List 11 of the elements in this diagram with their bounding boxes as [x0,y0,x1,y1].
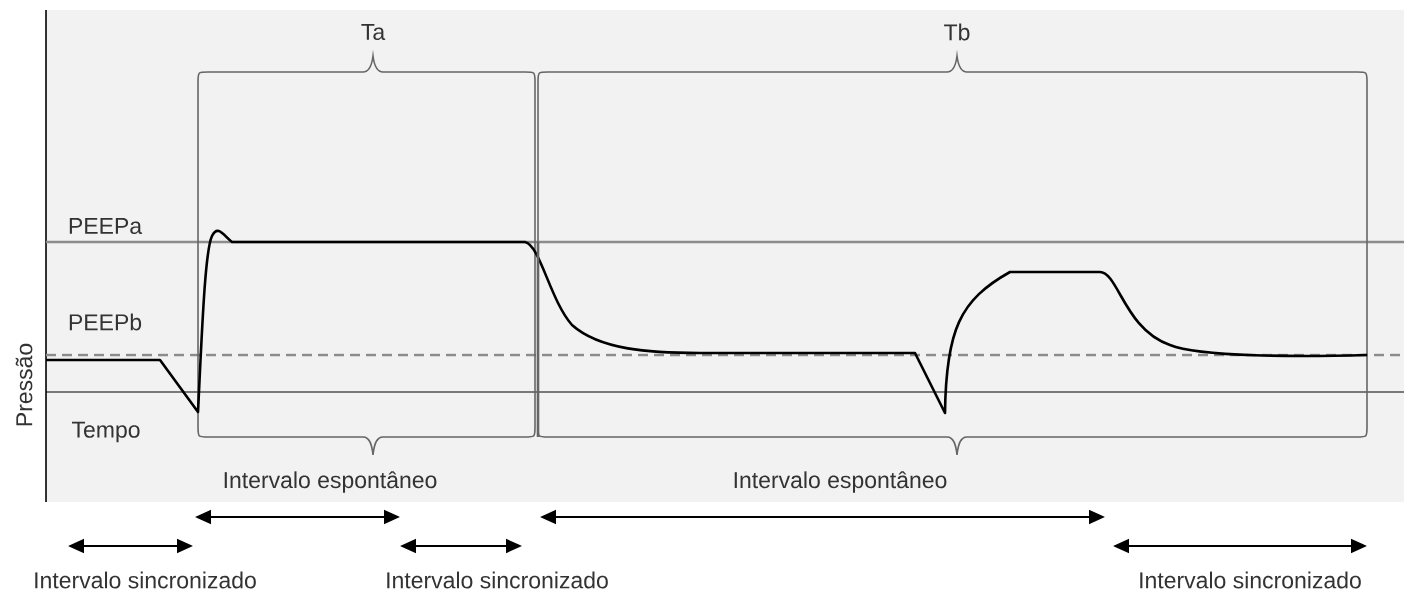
level-label: PEEPa [69,218,143,234]
interval-label: Intervalo sincronizado [1140,571,1361,589]
axis-label: Pressão [15,343,33,426]
interval-label: Intervalo sincronizado [35,571,256,589]
level-label: PEEPb [69,313,142,331]
axis-label: Tempo [72,421,140,443]
interval-label: Intervalo espontâneo [224,471,437,493]
bracket-label: Tb [944,23,970,41]
interval-label: Intervalo espontâneo [734,471,947,493]
interval-label: Intervalo sincronizado [387,571,608,589]
bracket-label: Ta [361,24,386,40]
